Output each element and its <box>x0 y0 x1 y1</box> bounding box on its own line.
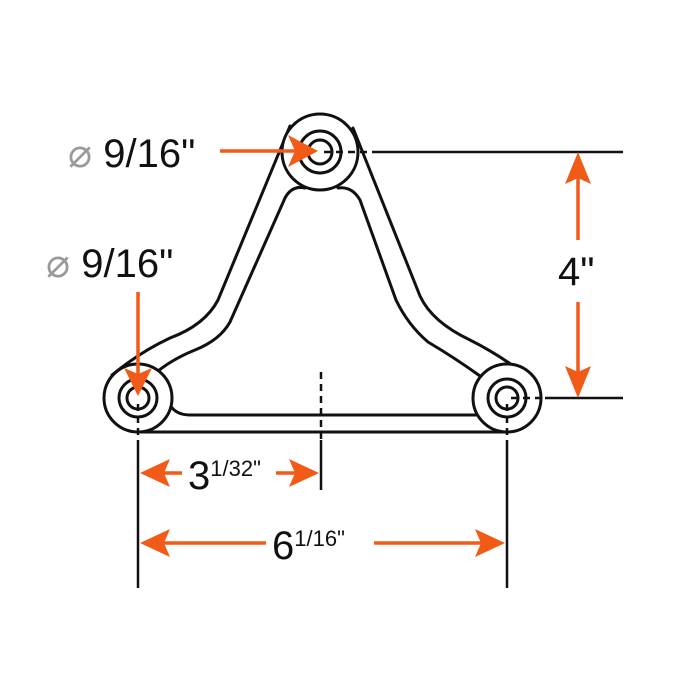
full-width-whole: 6 <box>272 524 295 568</box>
body-outline-inner <box>150 186 497 417</box>
height-dimension-label: 4" <box>558 252 594 292</box>
height-arrow-down <box>565 366 591 398</box>
top-hole-diameter-label: ⌀ 9/16" <box>68 134 195 174</box>
half-width-arrow-left <box>140 459 170 487</box>
height-value: 4" <box>558 250 595 294</box>
left-hole-arrowhead <box>124 368 152 396</box>
top-hole-arrowhead <box>288 135 318 167</box>
diameter-symbol-icon: ⌀ <box>68 132 93 176</box>
half-width-dimension-label: 31/32" <box>188 456 261 496</box>
full-width-arrow-left <box>140 529 170 557</box>
half-width-arrow-right <box>289 459 319 487</box>
full-width-dimension-label: 61/16" <box>272 526 345 566</box>
diameter-symbol-icon: ⌀ <box>46 242 71 286</box>
full-width-fraction: 1/16" <box>294 526 345 551</box>
half-width-fraction: 1/32" <box>210 456 261 481</box>
half-width-whole: 3 <box>188 454 211 498</box>
left-hole-diameter-value: 9/16" <box>81 242 174 286</box>
top-hole-diameter-value: 9/16" <box>103 132 196 176</box>
height-arrow-up <box>565 152 591 184</box>
left-hole-diameter-label: ⌀ 9/16" <box>46 244 173 284</box>
full-width-arrow-right <box>475 529 505 557</box>
